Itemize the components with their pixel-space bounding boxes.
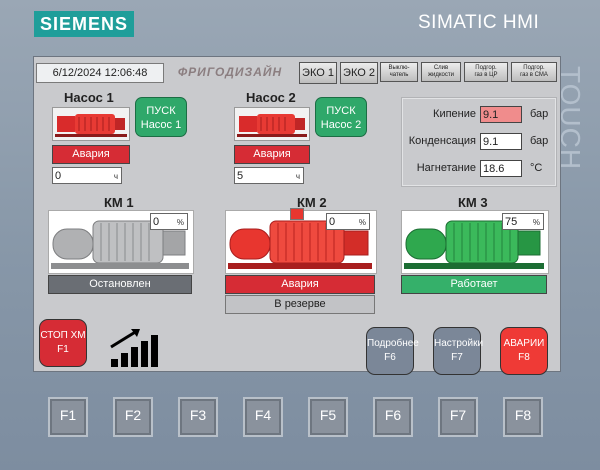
product-name: SIMATIC HMI — [418, 12, 540, 33]
datetime-display: 6/12/2024 12:06:48 — [36, 63, 164, 83]
eco1-button[interactable]: ЭКО 1 — [299, 62, 337, 84]
pump2-icon — [237, 114, 307, 137]
km3-load-value: 75 — [505, 216, 518, 228]
hmi-screen: 6/12/2024 12:06:48 ФРИГОДИЗАЙН ЭКО 1 ЭКО… — [33, 56, 561, 375]
parameters-panel: Кипение 9.1 бар Конденсация 9.1 бар Нагн… — [401, 97, 557, 187]
km1-load-unit: % — [176, 218, 184, 227]
pump2-start-button[interactable]: ПУСК Насос 2 — [315, 97, 367, 137]
pump2-hours: 5 ч — [234, 167, 304, 184]
km1-compressor-icon — [51, 220, 189, 269]
gas-sma-line1: Подгор. — [523, 65, 545, 71]
switch-button-line1: Выклю- — [388, 65, 410, 71]
hw-key-f1-label: F1 — [59, 407, 77, 423]
pump2-title: Насос 2 — [246, 90, 296, 105]
pump1-start-line1: ПУСК — [146, 105, 176, 117]
settings-line1: Настройки — [434, 338, 484, 349]
pump2-status: Авария — [234, 145, 310, 164]
gas-cp-button[interactable]: Подгор. газ в ЦР — [464, 62, 508, 82]
stop-xm-button[interactable]: СТОП ХМ F1 — [39, 319, 87, 367]
disch-unit: °C — [530, 162, 543, 174]
switch-button[interactable]: Выклю- чатель — [380, 62, 418, 82]
km1-status: Остановлен — [48, 275, 192, 294]
pump1-status: Авария — [52, 145, 130, 164]
boil-label: Кипение — [433, 108, 476, 120]
km2-load: 0 % — [326, 213, 370, 230]
cond-value: 9.1 — [480, 133, 522, 150]
brand-label: ФРИГОДИЗАЙН — [177, 65, 283, 79]
km3-load-unit: % — [532, 218, 540, 227]
pump1-hours: 0 ч — [52, 167, 122, 184]
km3-load: 75 % — [502, 213, 544, 230]
pump1-image — [52, 107, 130, 141]
hw-key-f7[interactable]: F7 — [438, 397, 478, 437]
km2-alarm-indicator — [290, 208, 304, 220]
km3-title: КМ 3 — [458, 195, 488, 210]
details-line1: Подробнее — [367, 338, 419, 349]
hw-key-f8[interactable]: F8 — [503, 397, 543, 437]
drain-button-line1: Слив — [433, 65, 449, 71]
gas-cp-line2: газ в ЦР — [474, 72, 498, 78]
pump1-hours-value: 0 — [55, 170, 62, 182]
alarms-line1: АВАРИИ — [503, 338, 545, 349]
details-line2: F6 — [384, 352, 396, 363]
km3-compressor-icon — [404, 220, 544, 269]
hw-key-f3[interactable]: F3 — [178, 397, 218, 437]
km2-title: КМ 2 — [297, 195, 327, 210]
km2-compressor-icon — [228, 220, 372, 269]
drain-button-line2: жидкости — [428, 72, 454, 78]
pump2-image — [234, 107, 310, 141]
eco2-button[interactable]: ЭКО 2 — [340, 62, 378, 84]
stop-xm-line2: F1 — [57, 344, 69, 355]
pump1-hours-unit: ч — [113, 172, 118, 181]
switch-button-line2: чатель — [389, 72, 409, 78]
pump2-hours-unit: ч — [295, 172, 300, 181]
hw-key-f4[interactable]: F4 — [243, 397, 283, 437]
gas-sma-line2: газ в СМА — [520, 72, 548, 78]
hw-key-f5[interactable]: F5 — [308, 397, 348, 437]
gas-cp-line1: Подгор. — [475, 65, 497, 71]
km2-load-value: 0 — [329, 216, 336, 228]
pump1-start-button[interactable]: ПУСК Насос 1 — [135, 97, 187, 137]
hw-key-f4-label: F4 — [254, 407, 272, 423]
km1-load-value: 0 — [153, 216, 160, 228]
siemens-logo: SIEMENS — [34, 11, 134, 37]
drain-button[interactable]: Слив жидкости — [421, 62, 461, 82]
hw-key-f2[interactable]: F2 — [113, 397, 153, 437]
gas-sma-button[interactable]: Подгор. газ в СМА — [511, 62, 557, 82]
pump2-hours-value: 5 — [237, 170, 244, 182]
settings-button[interactable]: Настройки F7 — [433, 327, 484, 375]
km2-load-unit: % — [358, 218, 366, 227]
km2-reserve-status: В резерве — [225, 295, 375, 314]
pump1-title: Насос 1 — [64, 90, 114, 105]
hw-key-f2-label: F2 — [124, 407, 142, 423]
hw-key-f3-label: F3 — [189, 407, 207, 423]
pump2-start-line1: ПУСК — [326, 105, 356, 117]
hw-key-f1[interactable]: F1 — [48, 397, 88, 437]
cond-unit: бар — [530, 135, 549, 147]
settings-line2: F7 — [451, 352, 463, 363]
disch-label: Нагнетание — [416, 162, 476, 174]
alarms-line2: F8 — [518, 352, 530, 363]
km3-status: Работает — [401, 275, 547, 294]
km1-load: 0 % — [150, 213, 188, 230]
hw-key-f8-label: F8 — [514, 407, 532, 423]
hw-key-f6-label: F6 — [384, 407, 402, 423]
km2-status: Авария — [225, 275, 375, 294]
alarms-button[interactable]: АВАРИИ F8 — [500, 327, 548, 375]
pump1-start-line2: Насос 1 — [140, 119, 182, 131]
signal-bars-icon — [109, 327, 159, 369]
hw-key-f5-label: F5 — [319, 407, 337, 423]
details-button[interactable]: Подробнее F6 — [366, 327, 419, 375]
pump2-start-line2: Насос 2 — [320, 119, 362, 131]
stop-xm-line1: СТОП ХМ — [40, 330, 86, 341]
boil-unit: бар — [530, 108, 549, 120]
km1-title: КМ 1 — [104, 195, 134, 210]
hw-key-f6[interactable]: F6 — [373, 397, 413, 437]
pump1-icon — [55, 114, 127, 137]
boil-value: 9.1 — [480, 106, 522, 123]
hw-key-f7-label: F7 — [449, 407, 467, 423]
cond-label: Конденсация — [408, 135, 476, 147]
disch-value: 18.6 — [480, 160, 522, 177]
